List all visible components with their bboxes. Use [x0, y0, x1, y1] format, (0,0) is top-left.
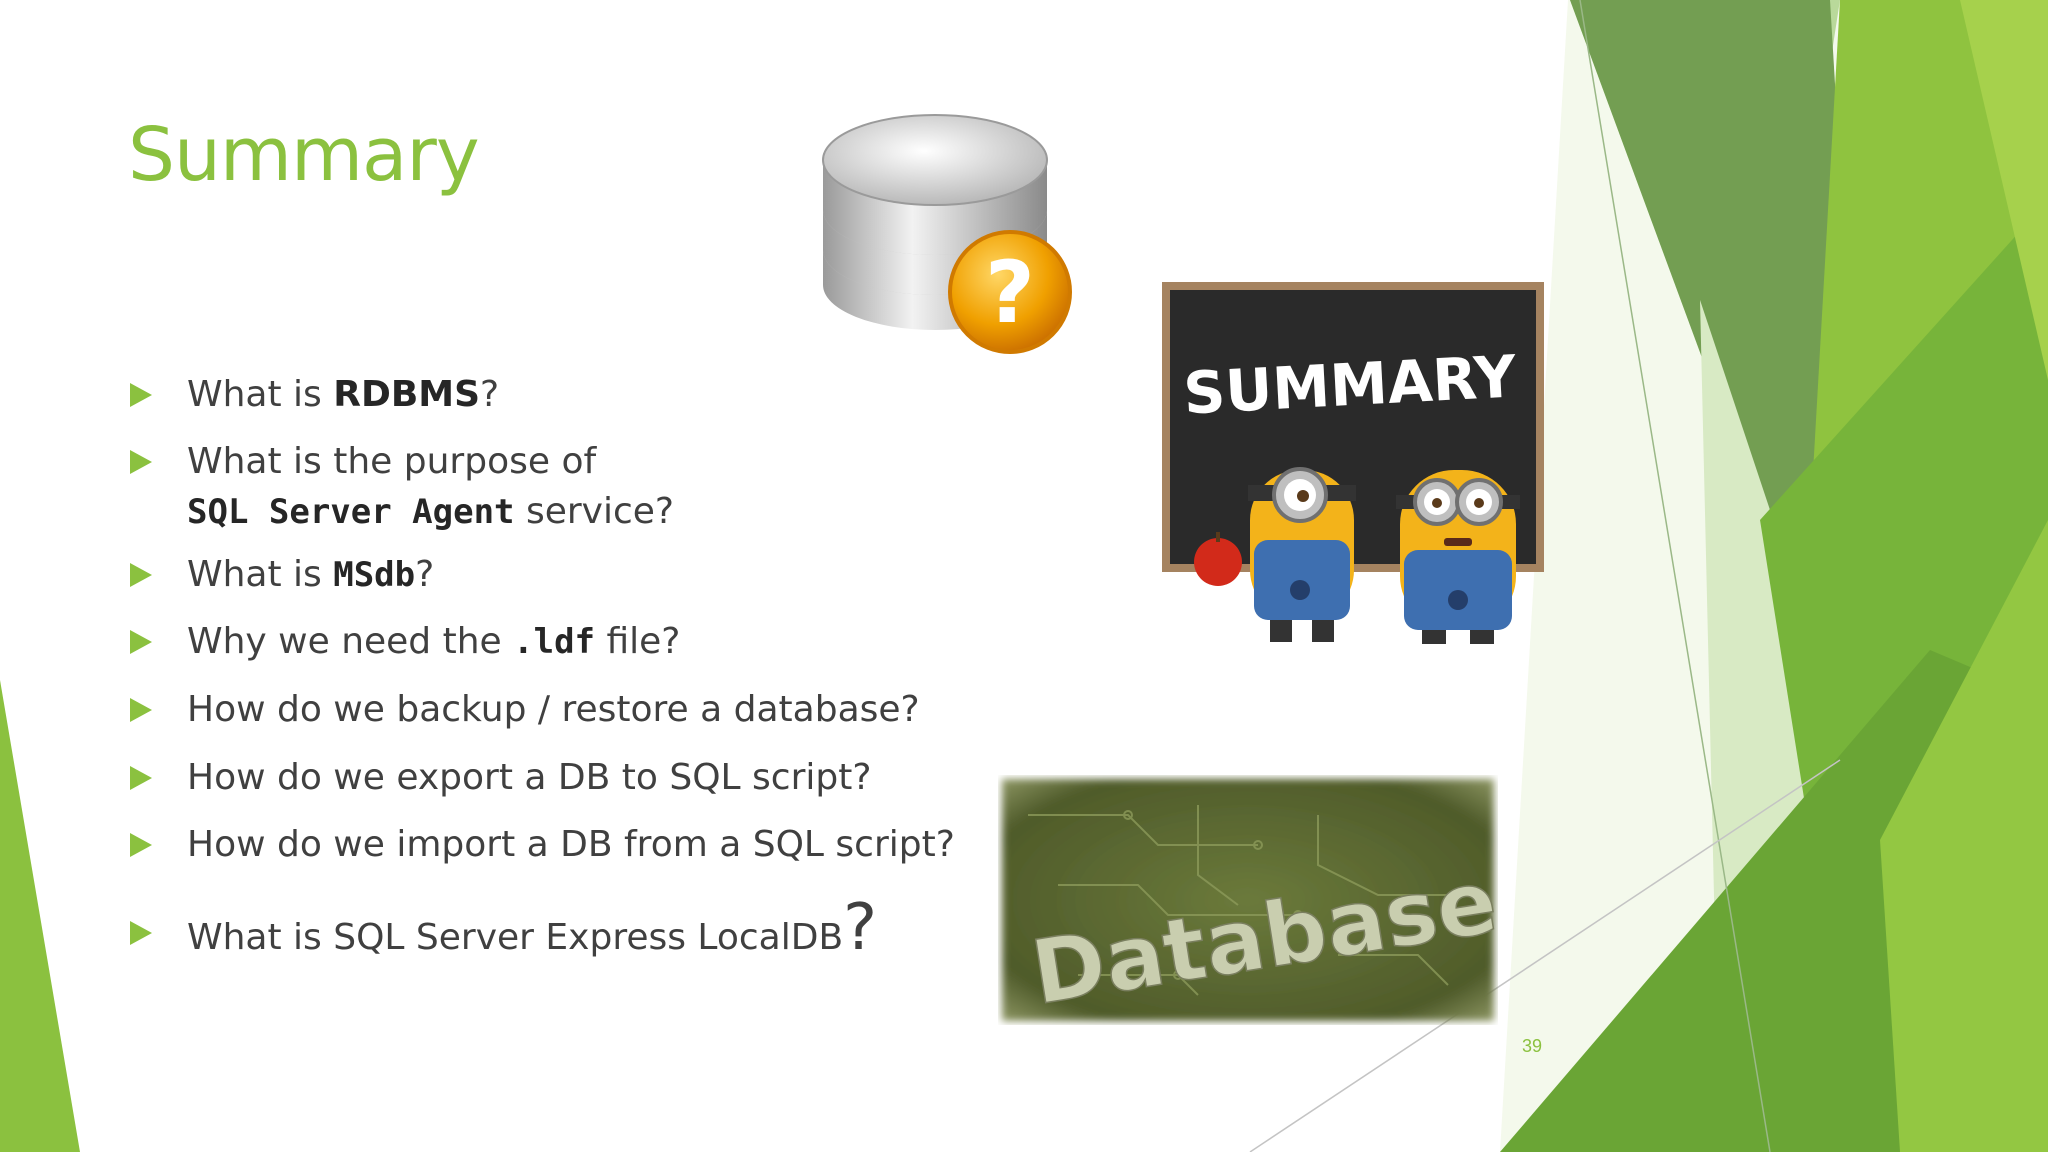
- bullet-text-segment: ?: [415, 554, 435, 595]
- bullet-arrow-icon: [130, 383, 152, 407]
- bullet-text-segment: What is SQL Server Express LocalDB: [187, 917, 844, 958]
- databases-circuit-image: Databases: [1002, 779, 1498, 1025]
- bullet-text-segment: service?: [514, 491, 675, 532]
- bullet-text: How do we backup / restore a database?: [187, 685, 920, 735]
- bullet-arrow-icon: [130, 563, 152, 587]
- bullet-text-segment: file?: [595, 621, 681, 662]
- bullet-text-segment: ?: [843, 891, 878, 965]
- bullet-text-segment: MSdb: [333, 555, 416, 595]
- bullet-text-segment: How do we import a DB from a SQL script?: [187, 824, 955, 865]
- bullet-text-segment: ?: [480, 374, 500, 415]
- bullet-text-segment: RDBMS: [333, 374, 481, 415]
- bullet-text-segment: Why we need the: [187, 621, 514, 662]
- minion-left-figure: [1194, 467, 1356, 642]
- bullet-arrow-icon: [130, 833, 152, 857]
- bullet-text-segment: What is the purpose of: [187, 441, 597, 482]
- page-number: 39: [1522, 1036, 1543, 1056]
- bullet-arrow-icon: [130, 698, 152, 722]
- bullet-text-segment: How do we export a DB to SQL script?: [187, 757, 872, 798]
- bullet-text: What is RDBMS?: [187, 370, 499, 420]
- bullet-text: What is SQL Server Express LocalDB?: [187, 896, 877, 963]
- bullet-text-segment: How do we backup / restore a database?: [187, 689, 920, 730]
- bullet-text-segment: SQL Server Agent: [187, 492, 515, 532]
- bullet-arrow-icon: [130, 921, 152, 945]
- bullet-text-segment: What is: [187, 554, 334, 595]
- bullet-arrow-icon: [130, 766, 152, 790]
- summary-chalkboard-image: SUMMARY: [1162, 282, 1544, 644]
- bullet-text-segment: .ldf: [513, 622, 596, 662]
- bullet-text-segment: What is: [187, 374, 334, 415]
- bullet-text: How do we import a DB from a SQL script?: [187, 820, 955, 870]
- bullet-text: Why we need the .ldf file?: [187, 617, 680, 667]
- bullet-text: What is MSdb?: [187, 550, 434, 600]
- minion-right-figure: [1396, 470, 1520, 644]
- bullet-arrow-icon: [130, 630, 152, 654]
- bullet-text: What is the purpose of SQL Server Agent s…: [187, 437, 674, 537]
- slide-title: Summary: [128, 112, 480, 198]
- bullet-arrow-icon: [130, 450, 152, 474]
- database-question-icon: ?: [822, 114, 1072, 354]
- question-mark-glyph: ?: [985, 243, 1035, 343]
- bullet-text: How do we export a DB to SQL script?: [187, 753, 871, 803]
